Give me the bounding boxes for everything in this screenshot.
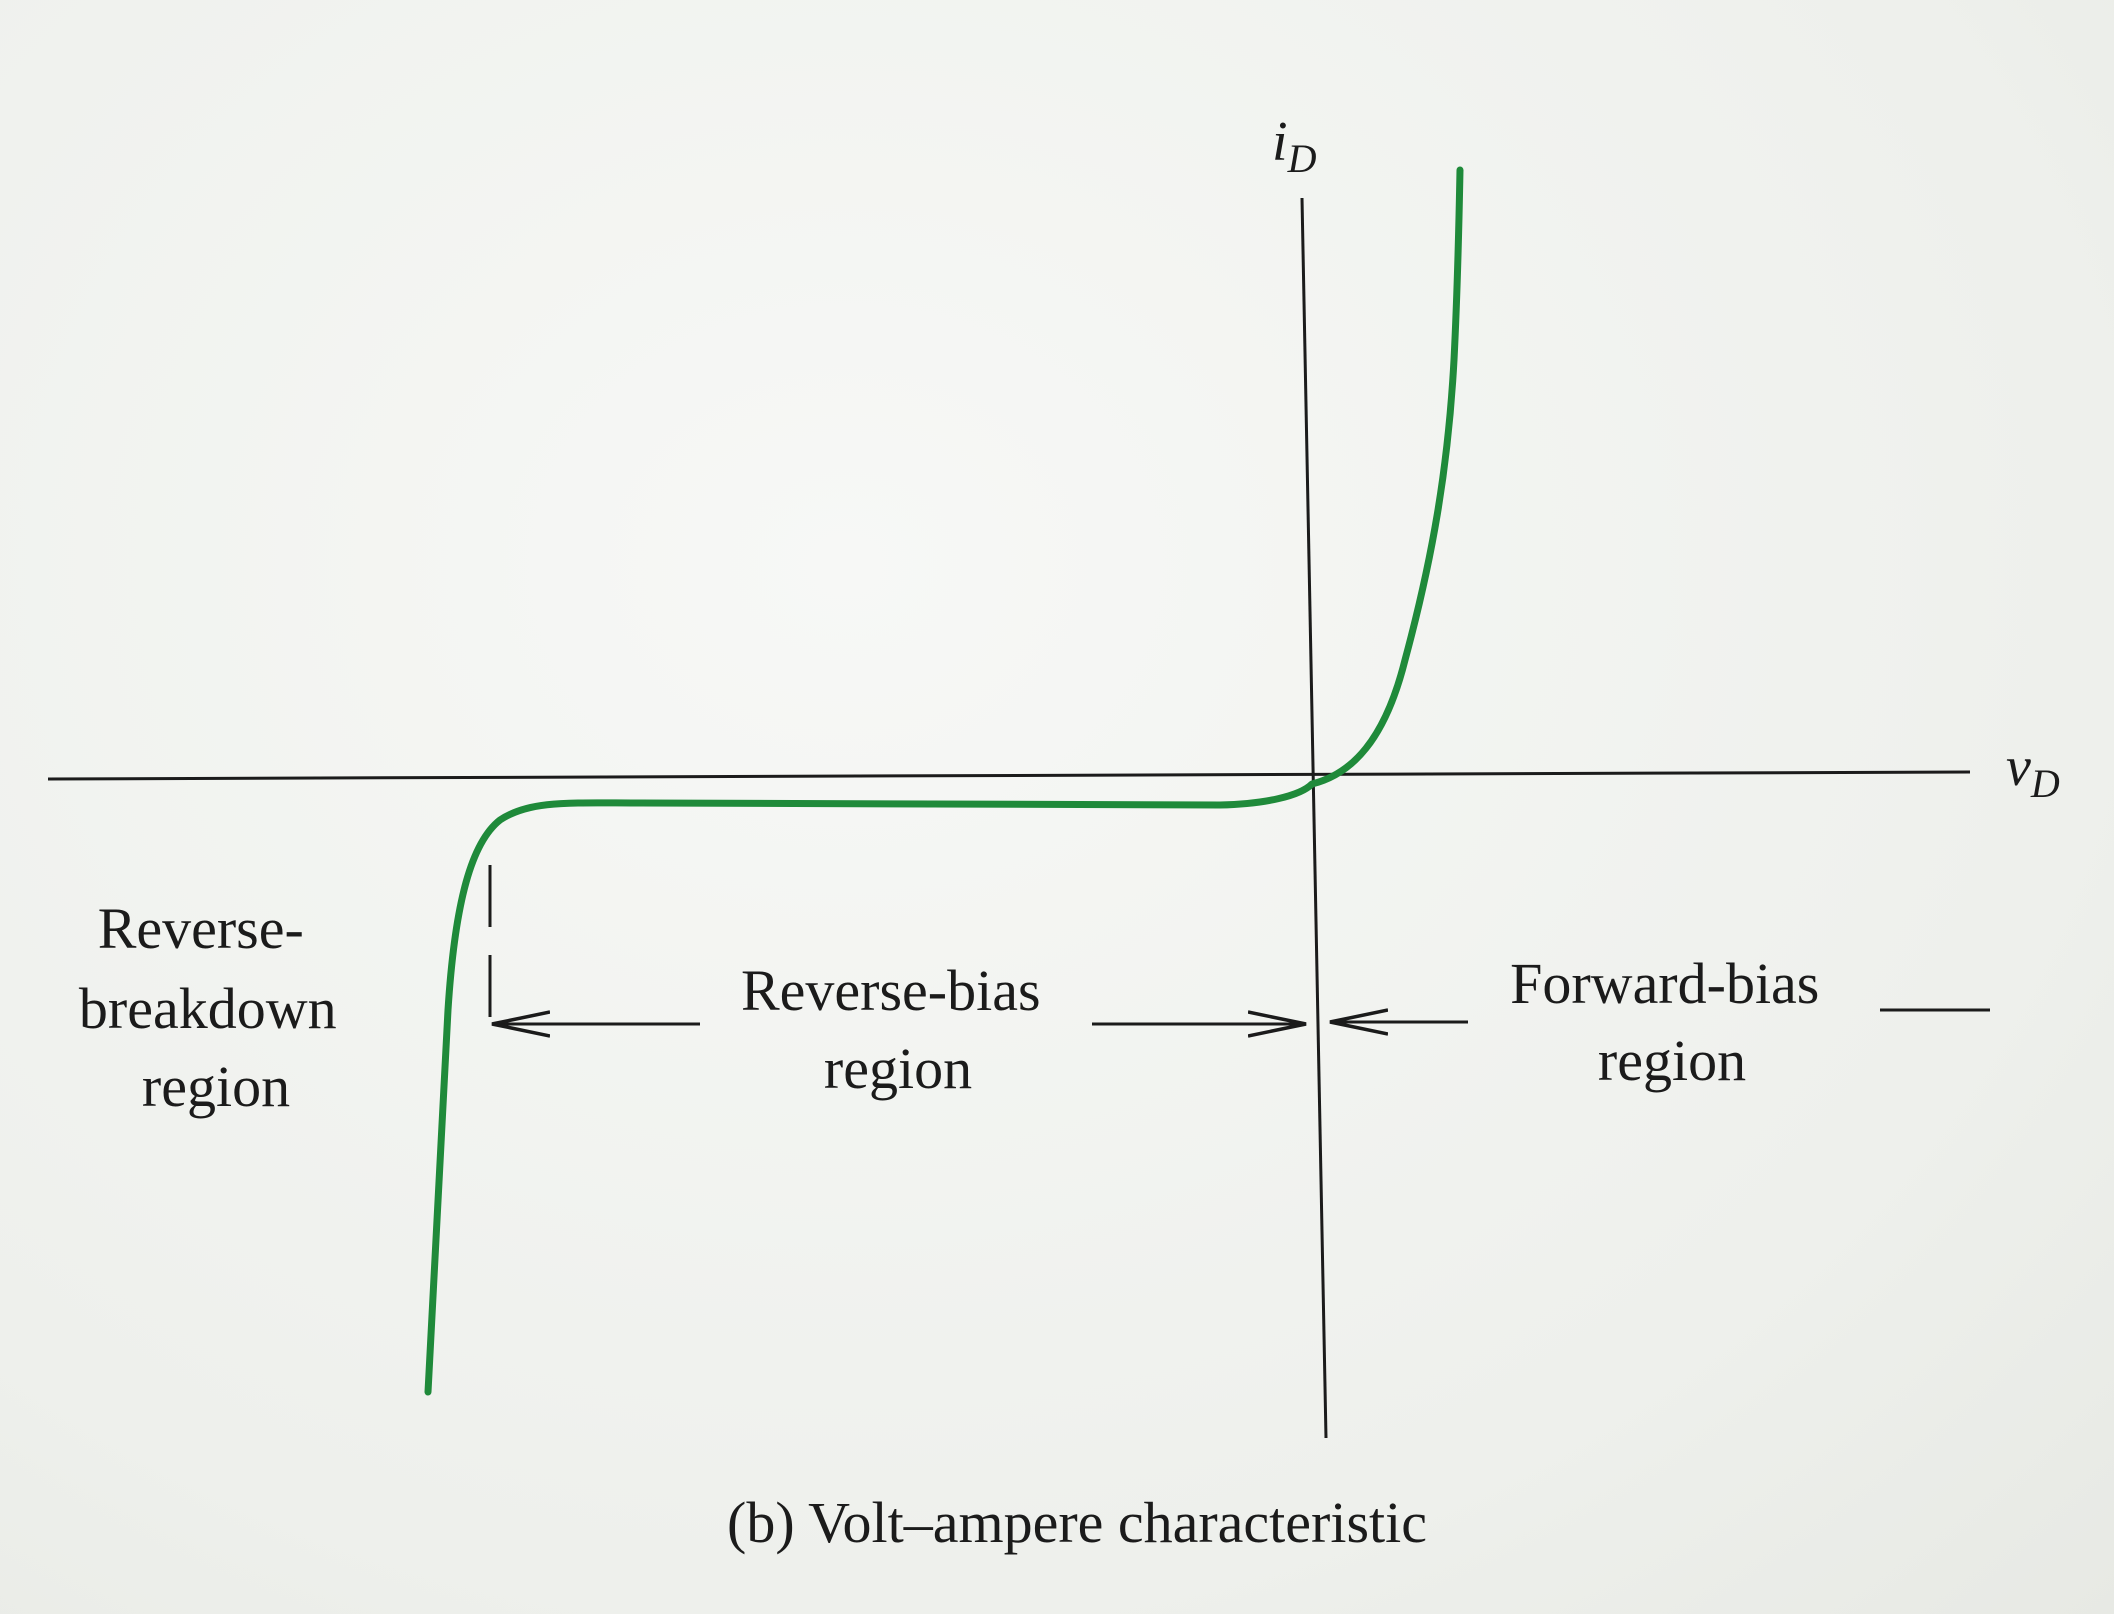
reverse-bias-label: Reverse-bias region [741, 958, 1055, 1101]
vertical-axis [1300, 197, 1328, 1439]
x-axis-label: vD [2006, 736, 2060, 806]
y-axis-label: iD [1272, 111, 1317, 181]
forward-bias-label: Forward-bias region [1510, 951, 1834, 1093]
x-axis-subscript: D [2030, 761, 2060, 806]
horizontal-axis [47, 770, 1971, 781]
x-axis-symbol: v [2006, 736, 2031, 798]
reverse-breakdown-line-2: breakdown [79, 976, 337, 1041]
forward-bias-line-2: region [1598, 1028, 1746, 1093]
reverse-bias-line-2: region [824, 1036, 972, 1101]
figure-caption: (b) Volt–ampere characteristic [727, 1490, 1427, 1555]
diode-iv-curve [424, 166, 1464, 1396]
reverse-bias-line-1: Reverse-bias [741, 958, 1041, 1023]
reverse-breakdown-line-3: region [142, 1054, 290, 1119]
reverse-breakdown-label: Reverse- breakdown region [79, 896, 351, 1119]
forward-bias-line-1: Forward-bias [1510, 951, 1819, 1016]
y-axis-symbol: i [1272, 111, 1288, 173]
y-axis-subscript: D [1287, 136, 1317, 181]
reverse-breakdown-line-1: Reverse- [98, 896, 304, 961]
